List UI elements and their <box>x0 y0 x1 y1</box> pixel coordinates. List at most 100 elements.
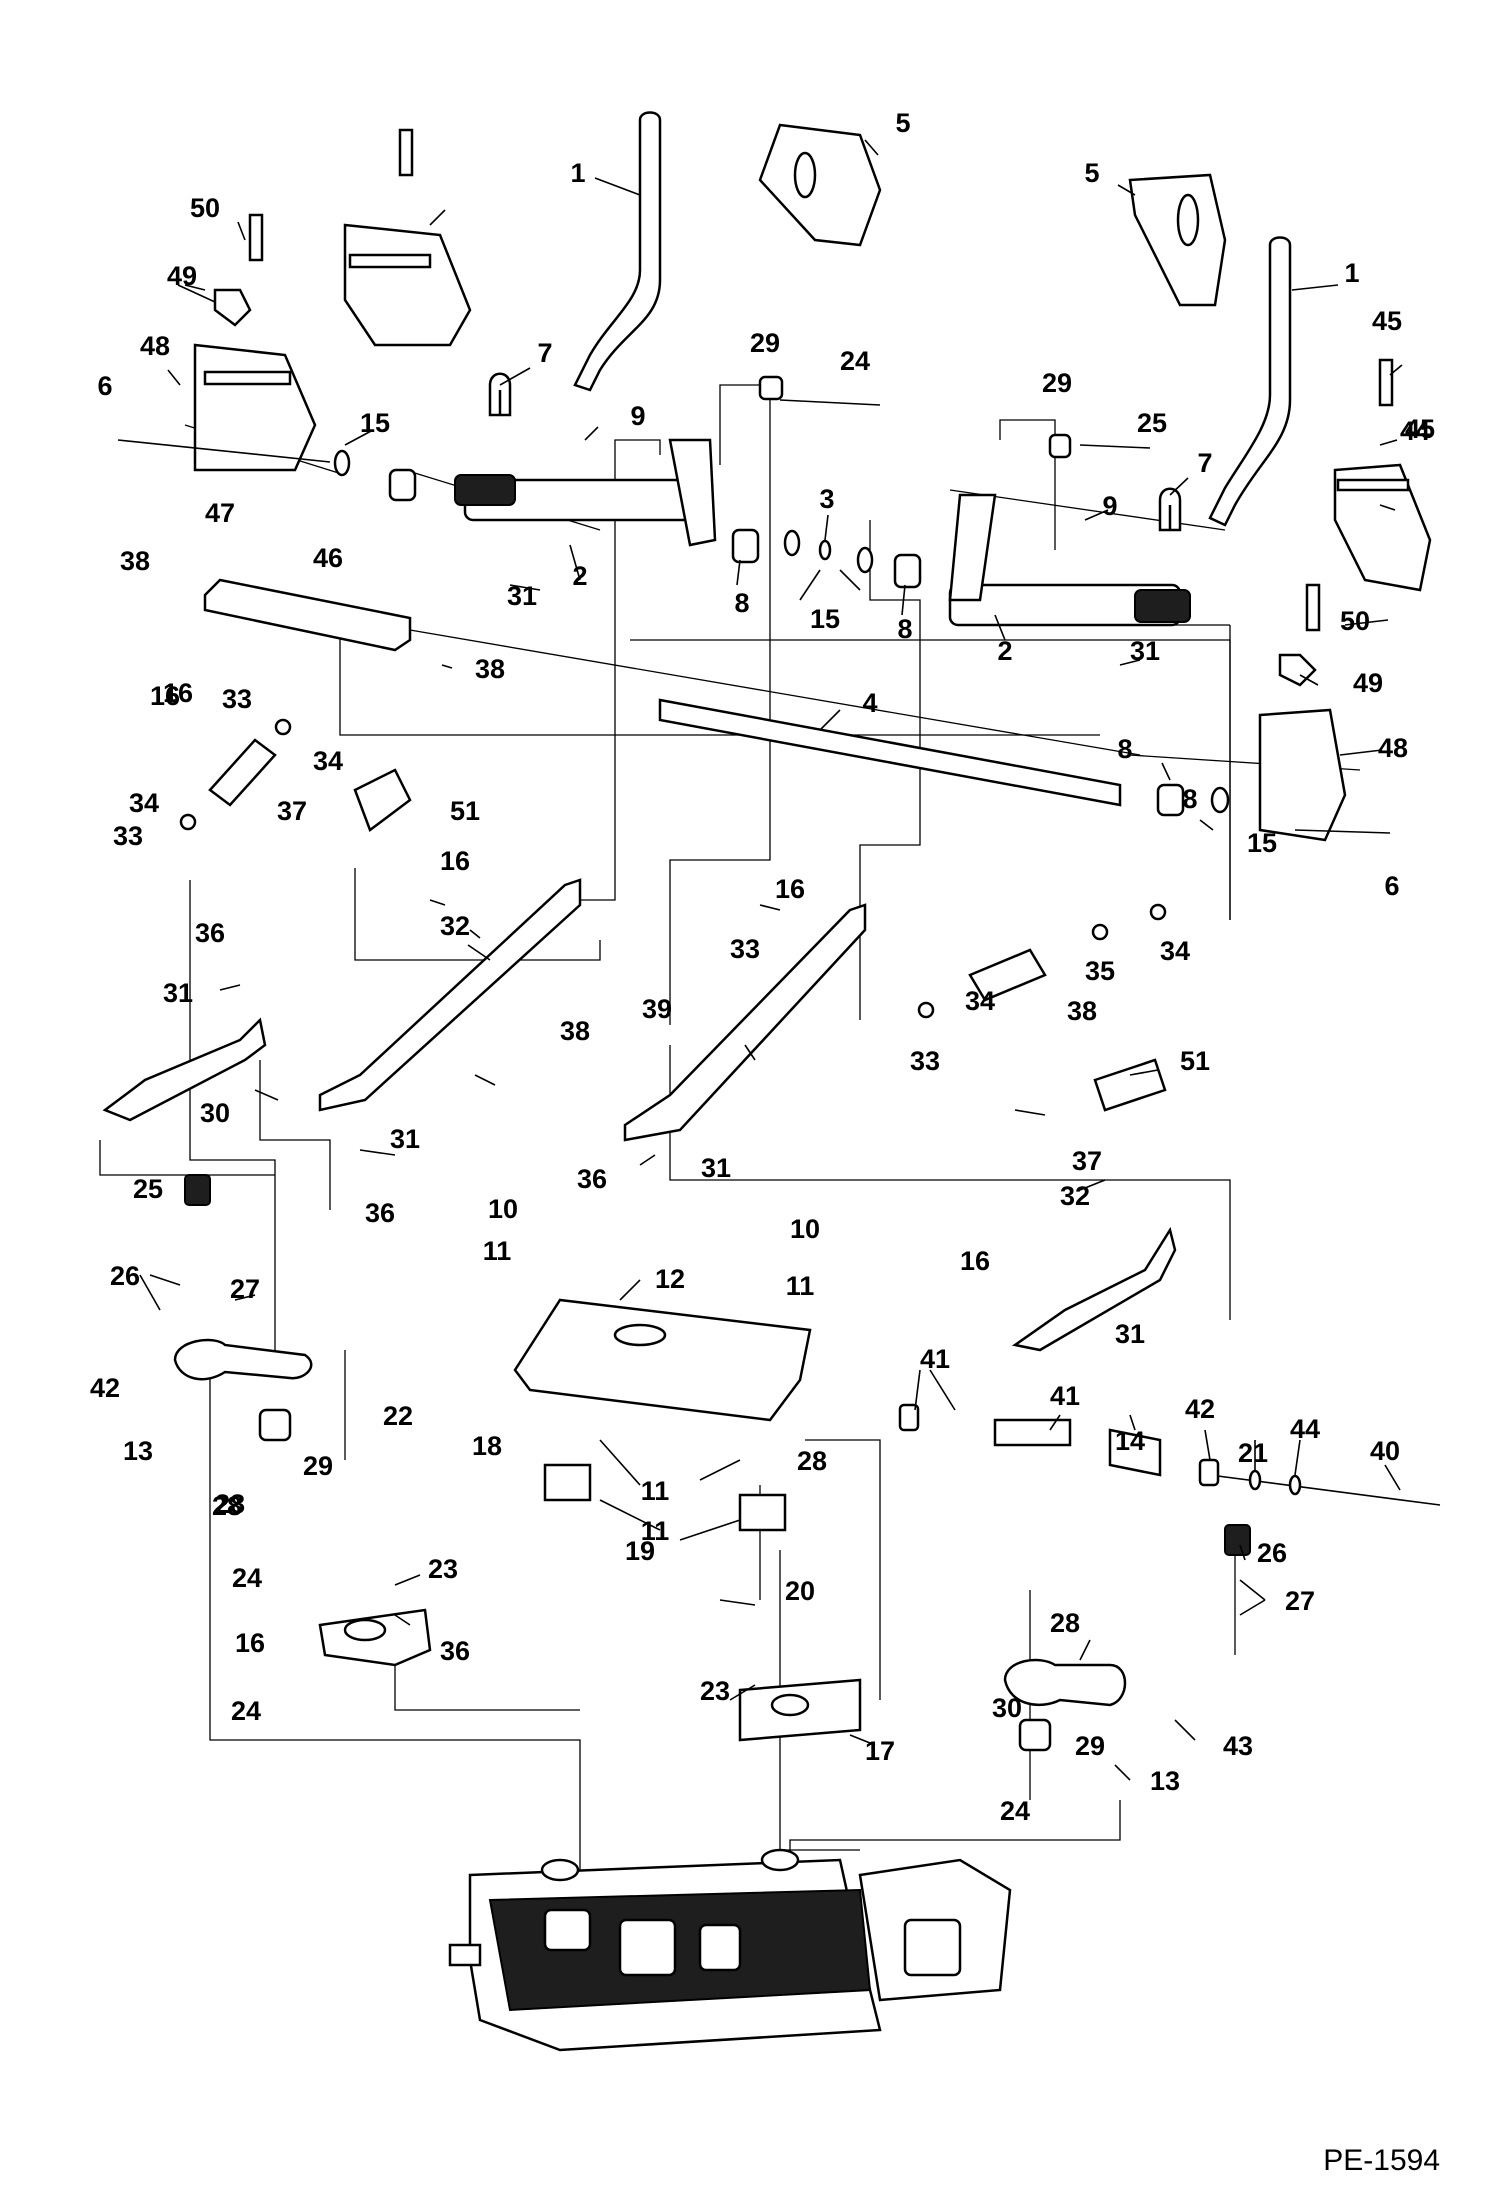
part-cylinders <box>179 718 1167 1112</box>
callout-24: 24 <box>1000 1796 1030 1826</box>
callout-51: 51 <box>1180 1046 1210 1076</box>
callout-24: 24 <box>232 1563 262 1593</box>
callout-31: 31 <box>1130 636 1160 666</box>
callout-12: 12 <box>655 1264 685 1294</box>
figure-id: PE-1594 <box>1323 2144 1440 2177</box>
callout-43: 43 <box>1223 1731 1253 1761</box>
callout-13: 13 <box>1150 1766 1180 1796</box>
callout-11: 11 <box>483 1236 512 1266</box>
callout-1: 1 <box>570 158 585 188</box>
callout-48: 48 <box>140 331 170 361</box>
callout-33: 33 <box>113 821 143 851</box>
callout-14: 14 <box>1115 1426 1145 1456</box>
callout-6: 6 <box>97 371 112 401</box>
callout-16: 16 <box>775 874 805 904</box>
callout-15: 15 <box>1247 828 1277 858</box>
callout-32: 32 <box>440 911 470 941</box>
callout-38: 38 <box>475 654 505 684</box>
callout-8: 8 <box>897 614 912 644</box>
callout-33: 33 <box>730 934 760 964</box>
callout-28: 28 <box>797 1446 827 1476</box>
callout-49: 49 <box>1353 668 1383 698</box>
part-small-hardware <box>117 128 1394 834</box>
callout-26: 26 <box>1257 1538 1287 1568</box>
callout-45: 45 <box>1372 306 1402 336</box>
callout-24: 24 <box>231 1696 261 1726</box>
callout-8: 8 <box>1117 734 1132 764</box>
callout-5: 5 <box>1084 158 1099 188</box>
callout-29: 29 <box>750 328 780 358</box>
callout-50: 50 <box>1340 606 1370 636</box>
callout-16: 16 <box>960 1246 990 1276</box>
callout-28: 28 <box>1050 1608 1080 1638</box>
part-links-32-30 <box>102 878 1177 1352</box>
callout-19: 19 <box>625 1536 655 1566</box>
callout-31: 31 <box>390 1124 420 1154</box>
callout-8: 8 <box>1182 784 1197 814</box>
callout-27: 27 <box>1285 1586 1315 1616</box>
callout-33: 33 <box>910 1046 940 1076</box>
callout-6: 6 <box>1384 871 1399 901</box>
callout-24: 24 <box>840 346 870 376</box>
callout-2: 2 <box>997 636 1012 666</box>
callout-34: 34 <box>965 986 995 1016</box>
part-brackets-35-17 <box>318 1608 862 1742</box>
callout-31: 31 <box>701 1153 731 1183</box>
callout-27: 27 <box>230 1274 260 1304</box>
callout-10: 10 <box>488 1194 518 1224</box>
callout-4: 4 <box>862 688 877 718</box>
callout-32: 32 <box>1060 1181 1090 1211</box>
callout-31: 31 <box>507 581 537 611</box>
callout-23: 23 <box>428 1554 458 1584</box>
callout-47: 47 <box>205 498 235 528</box>
callout-49: 49 <box>167 261 197 291</box>
callout-31: 31 <box>1115 1319 1145 1349</box>
callout-25: 25 <box>133 1174 163 1204</box>
callout-labels: 1122345566778888991010111111111213131415… <box>90 108 1435 1826</box>
callout-8: 8 <box>734 588 749 618</box>
callout-15: 15 <box>810 604 840 634</box>
callout-2: 2 <box>572 561 587 591</box>
callout-50: 50 <box>190 193 220 223</box>
part-link-bracket-46 <box>203 578 412 652</box>
callout-7: 7 <box>1197 448 1212 478</box>
callout-1: 1 <box>1344 258 1359 288</box>
callout-16: 16 <box>163 678 193 708</box>
callout-36: 36 <box>195 918 225 948</box>
callout-30: 30 <box>200 1098 230 1128</box>
callout-3: 3 <box>819 484 834 514</box>
callout-35: 35 <box>1085 956 1115 986</box>
part-levers-1 <box>573 111 1292 527</box>
callout-22: 22 <box>383 1401 413 1431</box>
part-plate-12 <box>513 1298 812 1532</box>
callout-15: 15 <box>360 408 390 438</box>
callout-29: 29 <box>1042 368 1072 398</box>
callout-28: 28 <box>215 1489 245 1519</box>
callout-44: 44 <box>1290 1414 1320 1444</box>
callout-25: 25 <box>1137 408 1167 438</box>
part-mount-brackets <box>193 123 1432 842</box>
callout-23: 23 <box>700 1676 730 1706</box>
callout-16: 16 <box>235 1628 265 1658</box>
callout-41: 41 <box>1050 1381 1080 1411</box>
part-bushings-washers <box>333 375 1230 817</box>
callout-48: 48 <box>1378 733 1408 763</box>
callout-36: 36 <box>440 1636 470 1666</box>
callout-36: 36 <box>577 1164 607 1194</box>
callout-20: 20 <box>785 1576 815 1606</box>
callout-7: 7 <box>537 338 552 368</box>
callout-29: 29 <box>1075 1731 1105 1761</box>
callout-9: 9 <box>630 401 645 431</box>
callout-26: 26 <box>110 1261 140 1291</box>
callout-17: 17 <box>865 1736 895 1766</box>
part-hydrostatic-pump <box>448 1848 1012 2052</box>
callout-34: 34 <box>129 788 159 818</box>
callout-10: 10 <box>790 1214 820 1244</box>
callout-38: 38 <box>1067 996 1097 1026</box>
callout-46: 46 <box>313 543 343 573</box>
callout-41: 41 <box>920 1344 950 1374</box>
callout-13: 13 <box>123 1436 153 1466</box>
callout-40: 40 <box>1370 1436 1400 1466</box>
callout-11: 11 <box>641 1476 670 1506</box>
